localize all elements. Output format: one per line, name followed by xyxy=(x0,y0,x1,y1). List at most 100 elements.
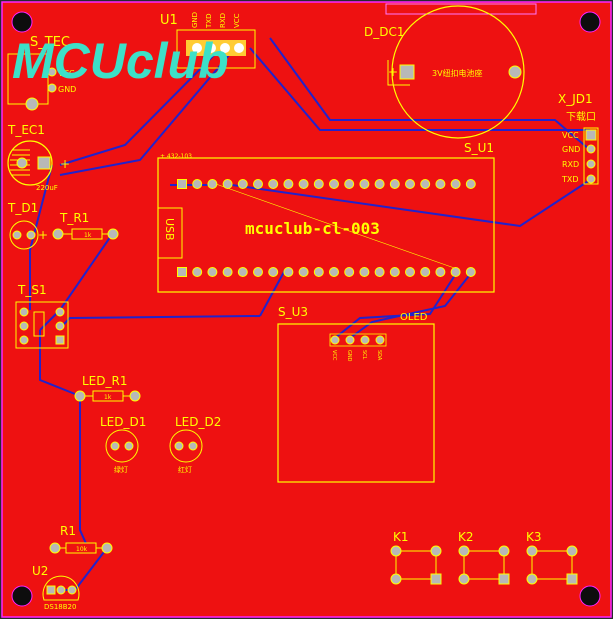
t-r1-resistor xyxy=(52,228,119,240)
t-d1-plus: + xyxy=(38,228,48,242)
led-r1-resistor xyxy=(74,390,141,402)
u2-ref: U2 xyxy=(32,564,48,578)
d-dc1-ref: D_DC1 xyxy=(364,25,405,39)
s-u1-top-pin xyxy=(268,179,279,189)
s-u1-corner-label: + 432-103 xyxy=(160,153,192,160)
t-ec1-ref: T_EC1 xyxy=(7,123,45,137)
s-u1-bottom-pin xyxy=(222,267,233,277)
key-k2-ref: K2 xyxy=(458,530,474,544)
s-u1-bottom-pin xyxy=(283,267,294,277)
x-jd1-pin-txd: TXD xyxy=(561,175,579,184)
t-r1-ref: T_R1 xyxy=(59,211,89,225)
s-u1-bottom-pin xyxy=(389,267,400,277)
t-s1-ref: T_S1 xyxy=(17,283,47,297)
key-k2 xyxy=(458,545,510,585)
key-k1 xyxy=(390,545,442,585)
t-ec1-value: 220uF xyxy=(36,184,58,192)
s-u1-bottom-pin xyxy=(374,267,385,277)
s-tec-ref: S_TEC xyxy=(30,35,70,50)
s-u1-bottom-pin xyxy=(344,267,355,277)
s-u3-pin-4: SDA xyxy=(376,350,382,361)
s-u1-pins-top xyxy=(177,179,476,189)
s-u1-top-pin xyxy=(298,179,309,189)
led-d1-ref: LED_D1 xyxy=(100,415,146,429)
s-u1-top-pin xyxy=(450,179,461,189)
r1-ref: R1 xyxy=(60,524,76,538)
r1-resistor xyxy=(49,542,113,554)
d-dc1-battery xyxy=(385,3,537,139)
s-u1-bottom-pin xyxy=(192,267,203,277)
u1-pin-labels: GND TXD RXD VCC xyxy=(191,12,241,29)
s-u1-top-pin xyxy=(389,179,400,189)
x-jd1-pin-vcc: VCC xyxy=(562,131,579,140)
s-u1-top-pin xyxy=(344,179,355,189)
s-u1-bottom-pin xyxy=(450,267,461,277)
r1-value: 10k xyxy=(76,546,88,553)
x-jd1-title: 下载口 xyxy=(566,111,596,123)
u2-label: DS18B20 xyxy=(44,603,76,611)
s-u1-bottom-pin xyxy=(359,267,370,277)
led-d2-ref: LED_D2 xyxy=(175,415,221,429)
d-dc1-body-label: 3V纽扣电池座 xyxy=(432,68,483,78)
mounting-holes xyxy=(11,11,601,607)
brand-logo: MCUclub xyxy=(12,33,229,89)
x-jd1-ref: X_JD1 xyxy=(558,92,593,106)
led-r1-ref: LED_R1 xyxy=(82,374,127,388)
u1-pin-3: RXD xyxy=(219,13,227,28)
s-u1-bottom-pin xyxy=(177,267,187,277)
s-u1-top-pin xyxy=(374,179,385,189)
t-r1-value: 1k xyxy=(84,232,92,239)
led-r1-value: 1k xyxy=(104,394,112,401)
s-u1-top-pin xyxy=(177,179,187,189)
s-u1-ref: S_U1 xyxy=(464,141,494,155)
s-u1-top-pin xyxy=(192,179,203,189)
s-u1-usb-label: USB xyxy=(163,218,176,241)
s-u1-top-pin xyxy=(313,179,324,189)
s-u1-module xyxy=(157,157,495,293)
s-u1-pins-bottom xyxy=(177,267,476,277)
led-d2 xyxy=(169,429,203,463)
x-jd1-pin-gnd: GND xyxy=(562,145,580,154)
s-u1-bottom-pin xyxy=(465,267,476,277)
u1-header xyxy=(176,29,256,69)
s-u3-pin-3: SCL xyxy=(361,350,367,360)
u1-pin-2: TXD xyxy=(205,14,213,29)
s-u1-bottom-pin xyxy=(253,267,263,277)
s-u1-top-pin xyxy=(359,179,370,189)
s-u3-name: OLED xyxy=(400,312,428,323)
s-u3-ref: S_U3 xyxy=(278,305,308,319)
s-u1-top-pin xyxy=(465,179,476,189)
led-d1-label: 绿灯 xyxy=(114,465,128,474)
s-u1-bottom-pin xyxy=(420,267,431,277)
s-u1-bottom-pin xyxy=(298,267,309,277)
led-d1 xyxy=(105,429,139,463)
key-k1-ref: K1 xyxy=(393,530,409,544)
u1-pin-1: GND xyxy=(191,12,199,28)
t-d1-led xyxy=(9,220,39,250)
t-s1-switch xyxy=(15,301,69,349)
u1-ref: U1 xyxy=(160,13,178,28)
d-dc1-plus: + xyxy=(388,65,398,79)
key-k3-ref: K3 xyxy=(526,530,542,544)
s-u1-bottom-pin xyxy=(405,267,415,277)
key-k3 xyxy=(526,545,578,585)
s-u1-top-pin xyxy=(222,179,233,189)
s-tec-pin-vcc: VCC xyxy=(58,69,75,78)
s-u1-bottom-pin xyxy=(268,267,279,277)
s-u1-bottom-pin xyxy=(237,267,248,277)
s-u3-pin-labels: VCC GND SCL SDA xyxy=(331,350,382,362)
s-u1-bottom-pin xyxy=(207,267,218,277)
t-ec1-capacitor xyxy=(7,140,53,186)
s-u1-top-pin xyxy=(405,179,415,189)
u1-pin-4: VCC xyxy=(233,13,241,28)
s-u3-oled xyxy=(277,323,435,483)
s-u1-top-pin xyxy=(207,179,218,189)
s-tec-pin-gnd: GND xyxy=(58,85,76,94)
s-u1-top-pin xyxy=(329,179,339,189)
s-u1-top-pin xyxy=(435,179,446,189)
s-u3-pin-1: VCC xyxy=(331,350,337,361)
x-jd1-pin-rxd: RXD xyxy=(562,160,579,169)
s-u1-bottom-pin xyxy=(313,267,324,277)
